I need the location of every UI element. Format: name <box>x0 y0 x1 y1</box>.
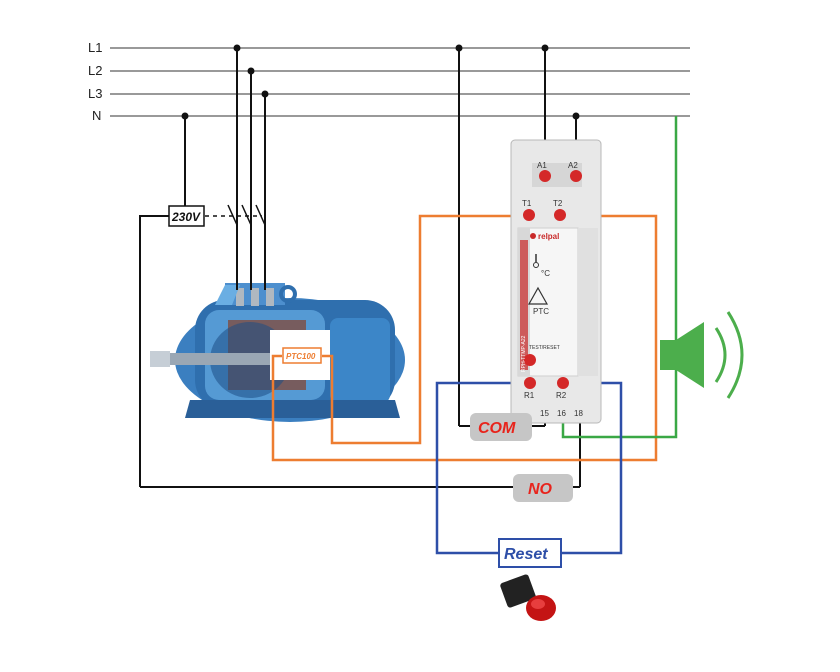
contactor-switches <box>205 204 266 226</box>
warning-triangle-icon <box>527 286 549 305</box>
thermometer-icon <box>533 262 539 268</box>
relay-brand: relpal <box>538 232 559 241</box>
junction-dots <box>181 44 580 120</box>
svg-text:COM: COM <box>478 420 516 437</box>
relay-module: A1 A2 T1 T2 R1 R2 15 16 18 relpal °C PTC… <box>510 139 602 424</box>
terminal-t1 <box>523 209 535 221</box>
label-a1: A1 <box>537 161 547 170</box>
sensor-tag: PTC100 <box>282 347 322 364</box>
temp-symbol: °C <box>541 269 550 278</box>
reset-tag: Reset <box>498 538 562 568</box>
label-t2: T2 <box>553 199 563 208</box>
supply-lines: L1 L2 L3 N <box>88 40 690 123</box>
terminal-a1 <box>539 170 551 182</box>
motor-illustration <box>150 283 405 422</box>
no-tag: NO <box>513 474 573 502</box>
label-l2: L2 <box>88 63 102 78</box>
label-l1: L1 <box>88 40 102 55</box>
label-r1: R1 <box>524 391 535 400</box>
terminal-r2 <box>557 377 569 389</box>
label-t1: T1 <box>522 199 532 208</box>
label-r2: R2 <box>556 391 567 400</box>
label-18: 18 <box>574 409 583 418</box>
svg-text:PTC100: PTC100 <box>286 352 316 361</box>
label-16: 16 <box>557 409 566 418</box>
label-n: N <box>92 108 101 123</box>
svg-text:NO: NO <box>528 481 553 498</box>
green-wire <box>561 116 678 439</box>
brand-logo-icon <box>530 233 536 239</box>
terminal-a2 <box>570 170 582 182</box>
terminal-t2 <box>554 209 566 221</box>
svg-text:230V: 230V <box>171 210 201 224</box>
test-reset-label: TEST/RESET <box>529 345 560 351</box>
com-tag: COM <box>470 413 532 441</box>
speaker-icon <box>660 311 744 399</box>
label-15: 15 <box>540 409 549 418</box>
ptc-label: PTC <box>533 307 549 316</box>
reset-pushbutton-icon[interactable] <box>499 574 556 621</box>
voltage-tag: 230V <box>168 205 205 227</box>
orange-ptc-wires <box>271 214 658 462</box>
test-reset-button[interactable] <box>524 354 536 366</box>
label-l3: L3 <box>88 86 102 101</box>
svg-text:Reset: Reset <box>504 546 548 563</box>
relay-side-stripe <box>520 240 528 370</box>
terminal-r1 <box>524 377 536 389</box>
label-a2: A2 <box>568 161 578 170</box>
relay-model: RPH-TTMP-A22 <box>521 335 527 372</box>
